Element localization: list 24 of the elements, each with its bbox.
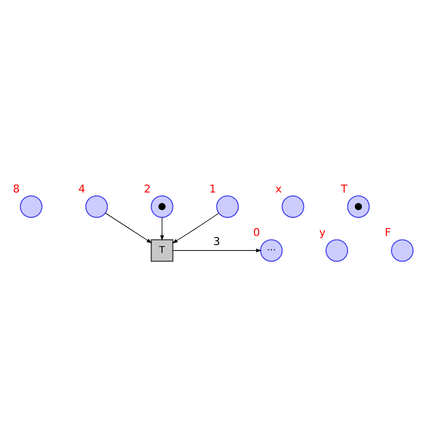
node-circle (390, 238, 414, 262)
node-label: 8 (12, 182, 20, 195)
node-circle: ··· (260, 238, 282, 262)
node-label: x (274, 182, 282, 195)
node-label: F (384, 226, 390, 239)
node-circle: ● (150, 194, 173, 218)
arrow (172, 212, 219, 243)
node-circle (84, 194, 108, 218)
arrow (172, 248, 262, 252)
node-label: y (318, 226, 326, 239)
node-label: 1 (208, 182, 216, 195)
node-label: 2 (143, 182, 150, 195)
node-circle: ● (346, 194, 370, 218)
arrow (160, 216, 164, 240)
arrow (104, 212, 152, 243)
node-box: T (150, 238, 173, 262)
node-label: 4 (78, 182, 85, 195)
node-label: 0 (252, 226, 260, 239)
node-circle (325, 238, 348, 262)
node-label: T (340, 182, 347, 195)
edge-label: 3 (212, 234, 220, 248)
node-circle (216, 194, 238, 218)
node-circle (19, 194, 42, 218)
node-circle (281, 194, 304, 218)
